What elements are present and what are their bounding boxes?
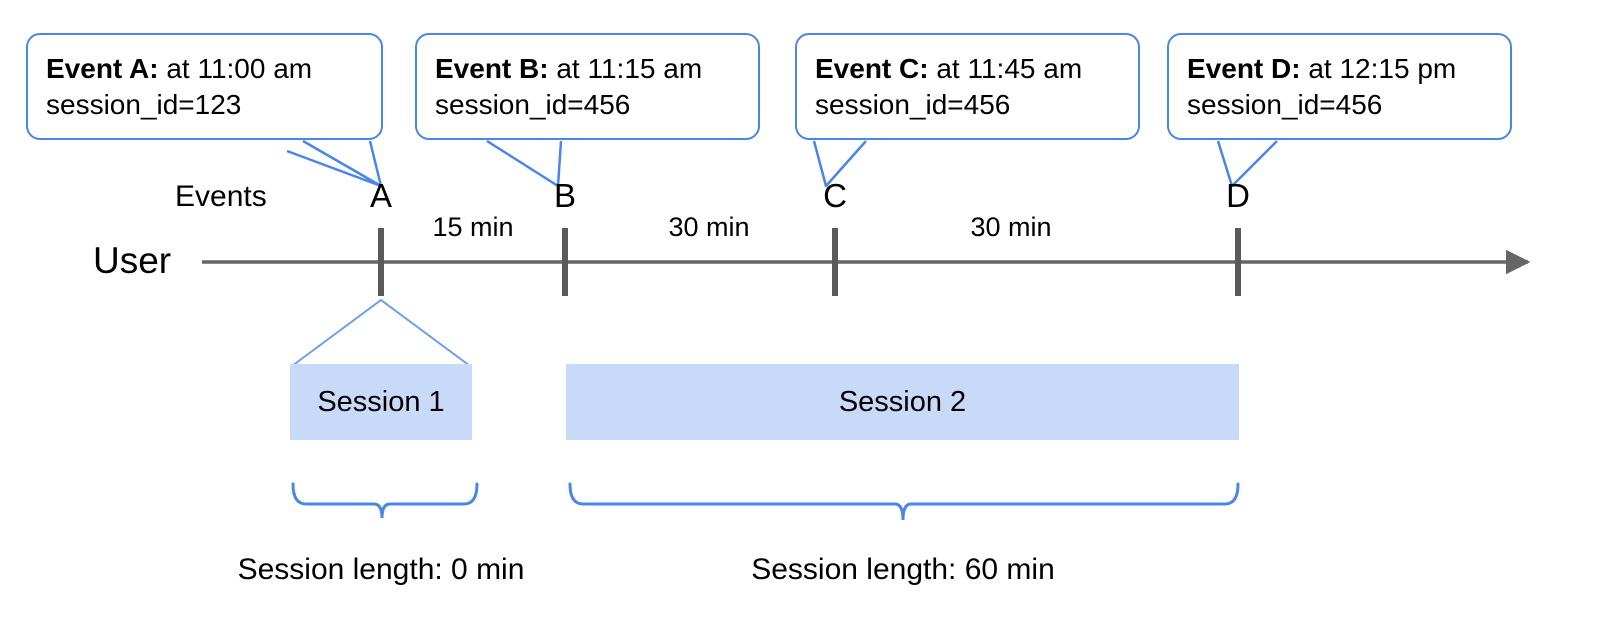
callout-a-line-2: session_id=123 xyxy=(46,89,242,121)
axis-row-label-user: User xyxy=(93,240,172,281)
callout-tail-c xyxy=(812,140,867,188)
callout-tail-d xyxy=(1216,140,1278,188)
callout-b-line-2: session_id=456 xyxy=(435,89,631,121)
event-callout-a[interactable]: Event A: at 11:00 am session_id=123 xyxy=(26,33,383,140)
callout-b-event-time: at 11:15 am xyxy=(548,53,703,84)
callout-c-event-name: Event C: xyxy=(815,53,929,84)
gap-label-c-d: 30 min xyxy=(970,212,1052,242)
tick-label-c: C xyxy=(823,177,847,214)
callout-c-line-2: session_id=456 xyxy=(815,89,1011,121)
callout-b-line-1: Event B: at 11:15 am xyxy=(435,51,740,87)
session-bar-2[interactable]: Session 2 xyxy=(566,364,1239,440)
axis-label-events: Events xyxy=(175,180,267,213)
tick-label-d: D xyxy=(1226,177,1250,214)
callout-c-line-1: Event C: at 11:45 am xyxy=(815,51,1120,87)
event-callout-d[interactable]: Event D: at 12:15 pm session_id=456 xyxy=(1167,33,1512,140)
callout-d-event-name: Event D: xyxy=(1187,53,1301,84)
callout-d-event-time: at 12:15 pm xyxy=(1300,53,1457,84)
gap-label-b-c: 30 min xyxy=(668,212,750,242)
session-1-connector xyxy=(291,298,471,367)
callout-d-line-1: Event D: at 12:15 pm xyxy=(1187,51,1492,87)
callout-c-event-time: at 11:45 am xyxy=(928,53,1083,84)
callout-a-event-name: Event A: xyxy=(46,53,159,84)
session-1-length-caption: Session length: 0 min xyxy=(237,553,525,586)
session-2-brace xyxy=(568,482,1240,521)
event-callout-b[interactable]: Event B: at 11:15 am session_id=456 xyxy=(415,33,760,140)
tick-label-a: A xyxy=(369,177,393,214)
callout-tail-b xyxy=(486,139,563,188)
tick-label-b: B xyxy=(553,177,577,214)
callout-d-line-2: session_id=456 xyxy=(1187,89,1383,121)
event-callout-c[interactable]: Event C: at 11:45 am session_id=456 xyxy=(795,33,1140,140)
callout-b-event-name: Event B: xyxy=(435,53,549,84)
session-bar-1-label: Session 1 xyxy=(317,385,445,418)
session-2-length-caption: Session length: 60 min xyxy=(751,553,1055,586)
callout-a-line-1: Event A: at 11:00 am xyxy=(46,51,363,87)
session-1-brace xyxy=(291,482,479,519)
callout-tail-a-secondary xyxy=(286,149,382,188)
callout-a-event-time: at 11:00 am xyxy=(158,53,313,84)
session-bar-1[interactable]: Session 1 xyxy=(290,364,472,440)
session-bar-2-label: Session 2 xyxy=(838,385,967,418)
gap-label-a-b: 15 min xyxy=(432,212,514,242)
